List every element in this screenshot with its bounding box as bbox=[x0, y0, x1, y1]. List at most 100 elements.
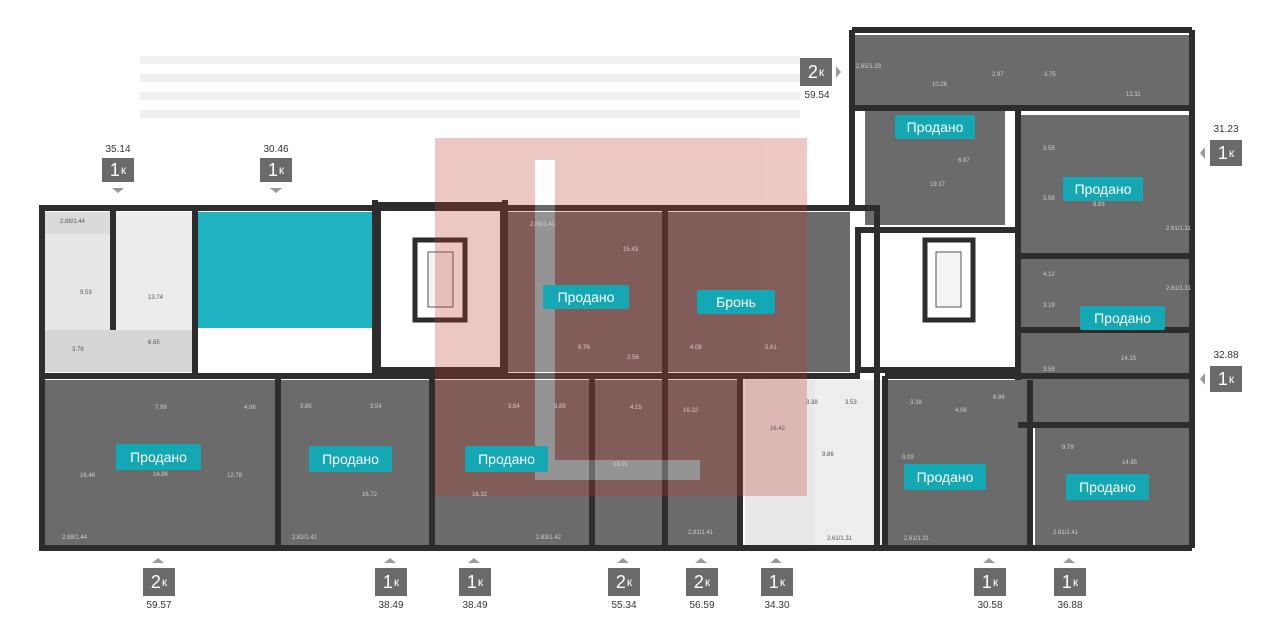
room-label: 16.86 bbox=[153, 472, 169, 478]
room-label: 5.61 bbox=[765, 345, 777, 351]
apartment-1k-35-14[interactable] bbox=[45, 212, 195, 372]
room-label: 3.78 bbox=[72, 347, 84, 353]
status-sold[interactable]: Продано bbox=[1066, 474, 1149, 500]
status-sold[interactable]: Продано bbox=[904, 464, 986, 490]
background-pattern bbox=[140, 56, 800, 118]
apartment-1k-30-46-selected[interactable] bbox=[198, 212, 372, 328]
status-sold[interactable]: Продано bbox=[116, 444, 201, 470]
status-sold[interactable]: Продано bbox=[465, 446, 548, 472]
status-sold[interactable]: Продано bbox=[1063, 177, 1143, 201]
badge-unit: к bbox=[1228, 146, 1235, 160]
room-label: 9.53 bbox=[80, 290, 92, 296]
room-label: 3.85 bbox=[300, 404, 312, 410]
room-label: 13.74 bbox=[148, 295, 164, 301]
badge-rooms: 1 bbox=[382, 571, 393, 592]
badge-unit: к bbox=[393, 575, 400, 589]
arrow-up-icon bbox=[1063, 558, 1075, 563]
room-label: 14.15 bbox=[1121, 356, 1137, 362]
room-label: 2.83/1.42 bbox=[536, 535, 562, 541]
status-sold[interactable]: Продано bbox=[1080, 306, 1165, 330]
room-label: 2.88/1.44 bbox=[60, 219, 86, 225]
status-sold[interactable]: Продано bbox=[309, 446, 392, 472]
room-label: 16.32 bbox=[683, 408, 699, 414]
apartment-1k-30-58[interactable] bbox=[888, 380, 1028, 545]
apartment-1k-30-58-free[interactable] bbox=[815, 380, 885, 545]
badge-area: 34.30 bbox=[764, 600, 790, 611]
badge-unit: к bbox=[1228, 372, 1235, 386]
badge-rooms: 1 bbox=[1217, 142, 1228, 163]
room-label: 9.79 bbox=[1062, 445, 1074, 451]
room-label: 2.58 bbox=[627, 355, 639, 361]
room-label: 2.88/1.44 bbox=[62, 535, 88, 541]
badge-rooms: 2 bbox=[150, 571, 161, 592]
room-label: 3.54 bbox=[370, 404, 382, 410]
room-label: 10.26 bbox=[932, 82, 948, 88]
arrow-down-icon bbox=[112, 188, 124, 193]
room-label: 16.46 bbox=[80, 473, 96, 479]
status-sold[interactable]: Продано bbox=[543, 285, 629, 309]
status-reserved[interactable]: Бронь bbox=[697, 290, 775, 314]
room-label: 3.59 bbox=[1043, 367, 1055, 373]
badge-area: 30.58 bbox=[977, 600, 1003, 611]
room-label: 3.85 bbox=[554, 404, 566, 410]
badge-area: 32.88 bbox=[1213, 350, 1239, 361]
arrow-up-icon bbox=[384, 558, 396, 563]
badge-rooms: 1 bbox=[981, 571, 992, 592]
room-label: 2.81/1.41 bbox=[688, 530, 714, 536]
badge-unit: к bbox=[161, 575, 168, 589]
badge-area: 56.59 bbox=[689, 600, 715, 611]
arrow-up-icon bbox=[468, 558, 480, 563]
room-label: 2.61/1.31 bbox=[1166, 226, 1192, 232]
room-label: 3.54 bbox=[508, 404, 520, 410]
room-label: 6.86 bbox=[993, 395, 1005, 401]
badge-unit: к bbox=[120, 163, 127, 177]
room-label: 2.61/1.31 bbox=[827, 536, 853, 542]
badge-area: 55.34 bbox=[611, 600, 637, 611]
badge-rooms: 2 bbox=[807, 61, 818, 82]
badge-rooms: 1 bbox=[768, 571, 779, 592]
room-label: 15.43 bbox=[623, 247, 639, 253]
badge-area: 36.88 bbox=[1057, 600, 1083, 611]
apartment-1k-36-88b[interactable] bbox=[1035, 380, 1095, 428]
apartment-2k-56-59-bottom[interactable] bbox=[668, 380, 738, 545]
badge-area: 59.57 bbox=[146, 600, 172, 611]
room-label: 16.42 bbox=[770, 426, 786, 432]
apartment-2k-59-54[interactable] bbox=[852, 35, 1190, 107]
badge-rooms: 2 bbox=[693, 571, 704, 592]
room-label: 6.65 bbox=[148, 340, 160, 346]
arrow-up-icon bbox=[617, 558, 629, 563]
room-label: 13.91 bbox=[613, 462, 629, 468]
badge-rooms: 1 bbox=[1217, 368, 1228, 389]
room-label: 3.58 bbox=[1043, 196, 1055, 202]
room-label: 4.06 bbox=[955, 408, 967, 414]
room-label: 4.08 bbox=[690, 345, 702, 351]
badge-area: 35.14 bbox=[105, 144, 131, 155]
badge-area: 30.46 bbox=[263, 144, 289, 155]
room-label: 3.53 bbox=[845, 400, 857, 406]
apartment-1k-34-30[interactable] bbox=[745, 380, 815, 545]
room-label: 16.72 bbox=[362, 492, 378, 498]
room-label: 8.83 bbox=[1093, 202, 1105, 208]
badge-rooms: 1 bbox=[466, 571, 477, 592]
status-sold[interactable]: Продано bbox=[895, 115, 975, 139]
room-label: 6.76 bbox=[578, 345, 590, 351]
apartment-2k-55-34-bottom[interactable] bbox=[595, 380, 663, 545]
arrow-right-icon bbox=[836, 66, 841, 78]
room-label: 3.19 bbox=[1043, 303, 1055, 309]
room-label: 2.81/1.41 bbox=[1053, 530, 1079, 536]
room-label: 2.65/1.33 bbox=[856, 64, 882, 70]
